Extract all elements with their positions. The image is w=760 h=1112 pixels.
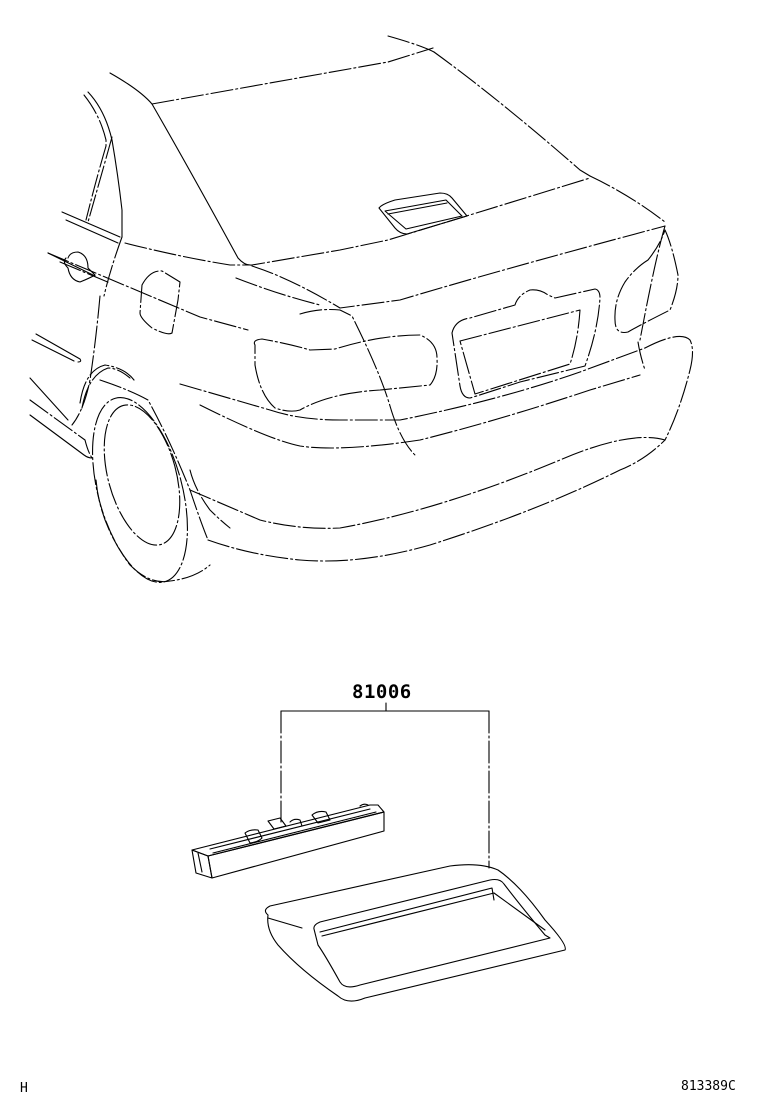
part-number-callout: 81006 <box>352 681 412 703</box>
callout-bracket <box>280 702 490 869</box>
high-mount-stop-lamp-assembly <box>191 803 385 879</box>
stop-lamp-on-vehicle <box>378 192 468 235</box>
illustration-code: 813389C <box>681 1079 736 1094</box>
high-mount-stop-lamp-cover <box>264 864 566 1002</box>
car-body <box>29 35 694 583</box>
footer-left-code: H <box>20 1081 28 1096</box>
